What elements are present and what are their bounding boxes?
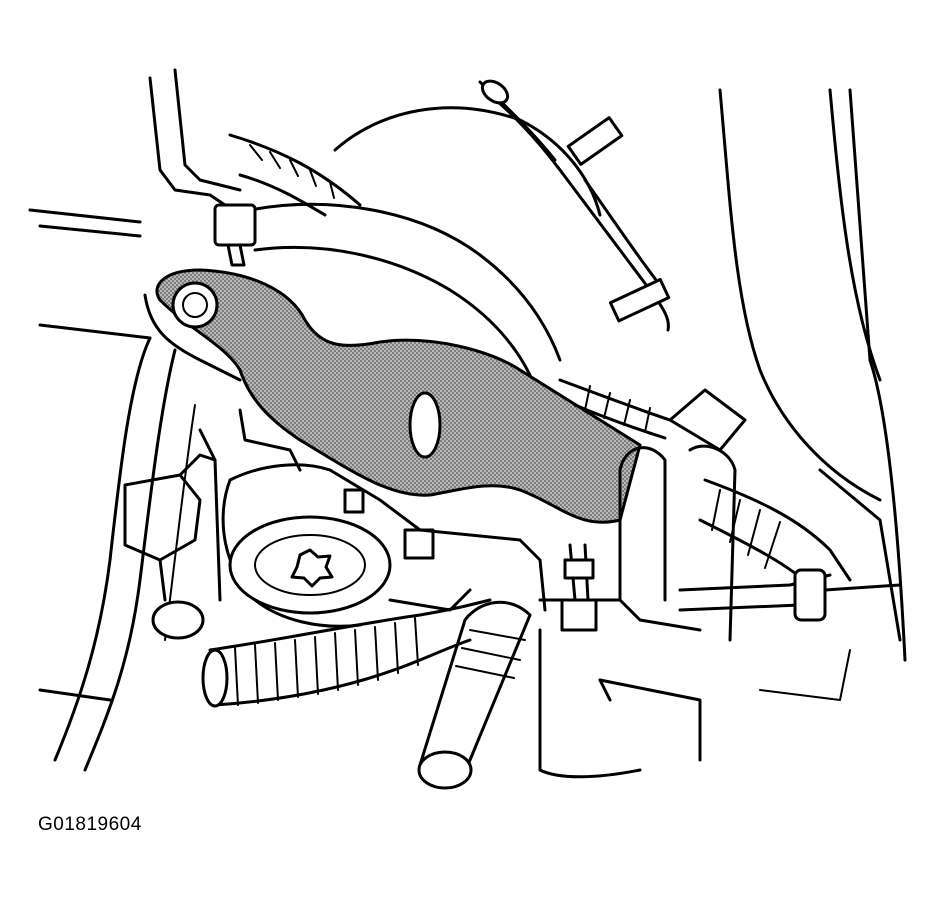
left-body-panel bbox=[28, 68, 242, 772]
engine-mount-body bbox=[221, 408, 547, 628]
vacuum-line-right bbox=[478, 79, 671, 332]
right-body-panel bbox=[718, 88, 907, 701]
upper-coolant-hose bbox=[213, 133, 562, 377]
hose-clamp bbox=[213, 203, 257, 247]
wiring-connector bbox=[558, 378, 747, 452]
line-clip bbox=[566, 116, 624, 166]
left-support-post bbox=[123, 428, 222, 640]
figure-code-label: G01819604 bbox=[38, 814, 142, 835]
sensor-stem bbox=[560, 543, 598, 632]
right-lower-hoses bbox=[678, 478, 902, 622]
mounting-bracket-shaded bbox=[155, 268, 642, 524]
housing-dome bbox=[333, 106, 602, 217]
bracket-slot bbox=[408, 391, 442, 459]
bracket-bolt bbox=[171, 281, 219, 329]
diagonal-rubber-hose bbox=[417, 600, 532, 790]
torx-socket bbox=[290, 548, 334, 588]
corrugated-harness-hose bbox=[201, 598, 492, 708]
